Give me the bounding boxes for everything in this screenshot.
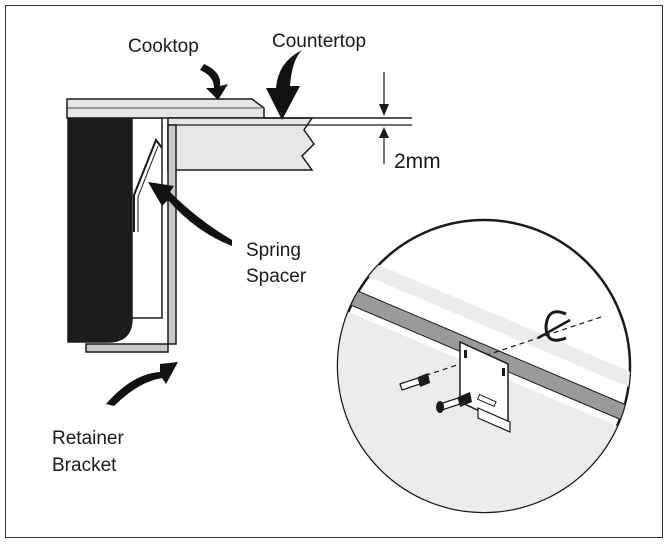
retainer-bracket-label-line2: Bracket [52,455,117,476]
detail-magnifier [336,218,632,514]
gap-dimension [379,72,389,164]
screw-icon [399,373,430,391]
cooktop-label: Cooktop [128,36,199,57]
cooktop-glass-plate [66,98,265,119]
spring-spacer-arrow [148,182,232,246]
retainer-bracket-label-line1: Retainer [52,428,124,449]
centerline-symbol [537,310,571,342]
spring-spacer-label-line1: Spring [246,240,301,261]
retainer-bracket-arrow [106,362,178,406]
screw-icon [436,392,472,413]
cooktop-body [67,117,163,343]
gap-label: 2mm [394,150,441,173]
spring-spacer-label-line2: Spacer [246,266,307,287]
countertop-label: Countertop [272,31,366,52]
detail-bracket [459,340,511,433]
cooktop-arrow [200,64,228,100]
retainer-bracket-section [85,124,177,353]
spring-spacer-section [133,137,163,232]
countertop-slab [167,117,412,171]
countertop-arrow [266,50,302,120]
